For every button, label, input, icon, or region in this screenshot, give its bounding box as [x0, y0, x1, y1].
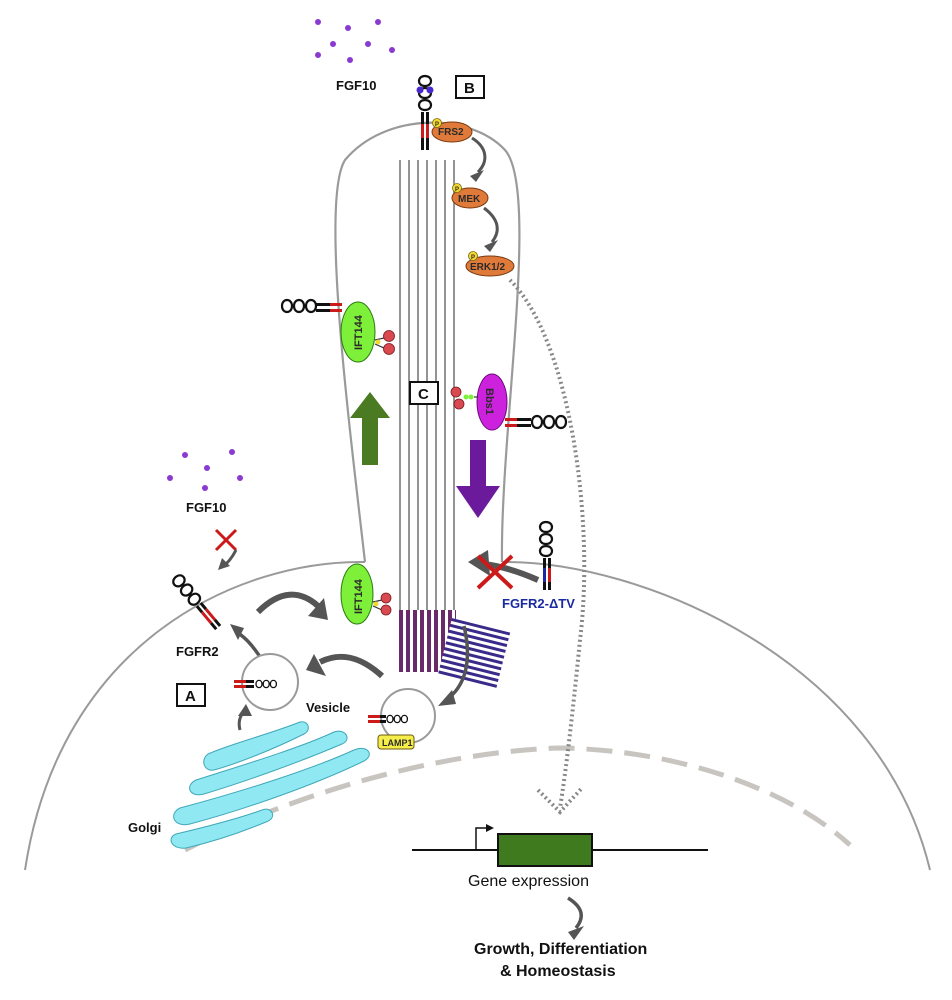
panel-a-box: [176, 683, 206, 707]
arrow-lamp1-vesicle-to-vesicle: [318, 653, 385, 679]
arrow-to-cilium: [255, 591, 320, 615]
erk-nuclear-translocation-path: [508, 278, 587, 809]
svg-text:IFT144: IFT144: [353, 314, 365, 350]
panel-c-box: [409, 381, 439, 405]
bbs1-linker: [450, 386, 478, 410]
svg-text:P: P: [435, 122, 439, 128]
fgfr2-dtv-label: FGFR2-ΔTV: [502, 596, 575, 611]
ift144-lower: IFT144: [340, 563, 374, 625]
svg-text:P: P: [471, 255, 475, 261]
anterograde-transport-arrow: [350, 392, 390, 465]
retrograde-transport-arrow: [456, 440, 500, 518]
bbs1-protein: Bbs1: [476, 373, 508, 431]
arrow-frs2-to-mek: [471, 136, 487, 174]
ift144-upper: IFT144: [340, 301, 376, 363]
svg-text:Bbs1: Bbs1: [483, 388, 495, 415]
panel-c-label: C: [418, 386, 429, 403]
vesicle-upper: [234, 653, 299, 711]
fgf10-label-top: FGF10: [336, 78, 376, 93]
fgfr2-label: FGFR2: [176, 644, 219, 659]
vesicle-lamp1: LAMP1: [368, 688, 436, 750]
golgi-label: Golgi: [128, 820, 161, 835]
svg-text:IFT144: IFT144: [353, 578, 365, 614]
svg-text:LAMP1: LAMP1: [382, 738, 413, 748]
inhibition-x-left-icon: [214, 528, 238, 552]
svg-text:MEK: MEK: [458, 194, 481, 205]
ift144-upper-linker: [374, 330, 395, 355]
mek-protein: P MEK: [451, 183, 489, 209]
inhibition-x-icon: [476, 554, 514, 590]
arrow-to-outcome: [567, 896, 583, 930]
cell-membrane: [24, 560, 931, 871]
panel-b-label: B: [464, 80, 475, 97]
frs2-protein: P FRS2: [431, 118, 473, 143]
golgi-apparatus: [170, 721, 370, 849]
fgf10-ligands-left: [167, 449, 243, 491]
gene-expression-label: Gene expression: [468, 873, 589, 890]
fgfr2-dtv-receptor: [538, 520, 554, 590]
nuclear-envelope: [183, 745, 852, 853]
fgfr2-receptor-bbs1: [505, 414, 568, 430]
fgf10-label-left: FGF10: [186, 500, 226, 515]
outcome-line1: Growth, Differentiation: [474, 941, 647, 958]
svg-text:P: P: [455, 187, 459, 193]
ift144-lower-linker: [372, 592, 392, 616]
outcome-line2: & Homeostasis: [500, 963, 616, 980]
svg-text:FRS2: FRS2: [438, 127, 464, 138]
gene-locus: [412, 824, 708, 867]
fgfr2-receptor-ift144-upper: [280, 298, 342, 314]
erk-arrowhead: [536, 786, 584, 815]
arrow-mek-to-erk: [483, 206, 499, 243]
svg-text:ERK1/2: ERK1/2: [470, 262, 505, 273]
fgfr2-receptor-left: [170, 572, 222, 631]
basal-body-daughter: [437, 618, 511, 689]
fgf10-ligands-top: [315, 19, 395, 63]
panel-a-label: A: [185, 688, 196, 705]
fgfr2-receptor-tip: [416, 74, 434, 150]
transcription-start-arrow-icon: [475, 827, 488, 850]
vesicle-label: Vesicle: [306, 700, 350, 715]
panel-b-box: [455, 75, 485, 99]
erk-protein: P ERK1/2: [465, 251, 515, 277]
